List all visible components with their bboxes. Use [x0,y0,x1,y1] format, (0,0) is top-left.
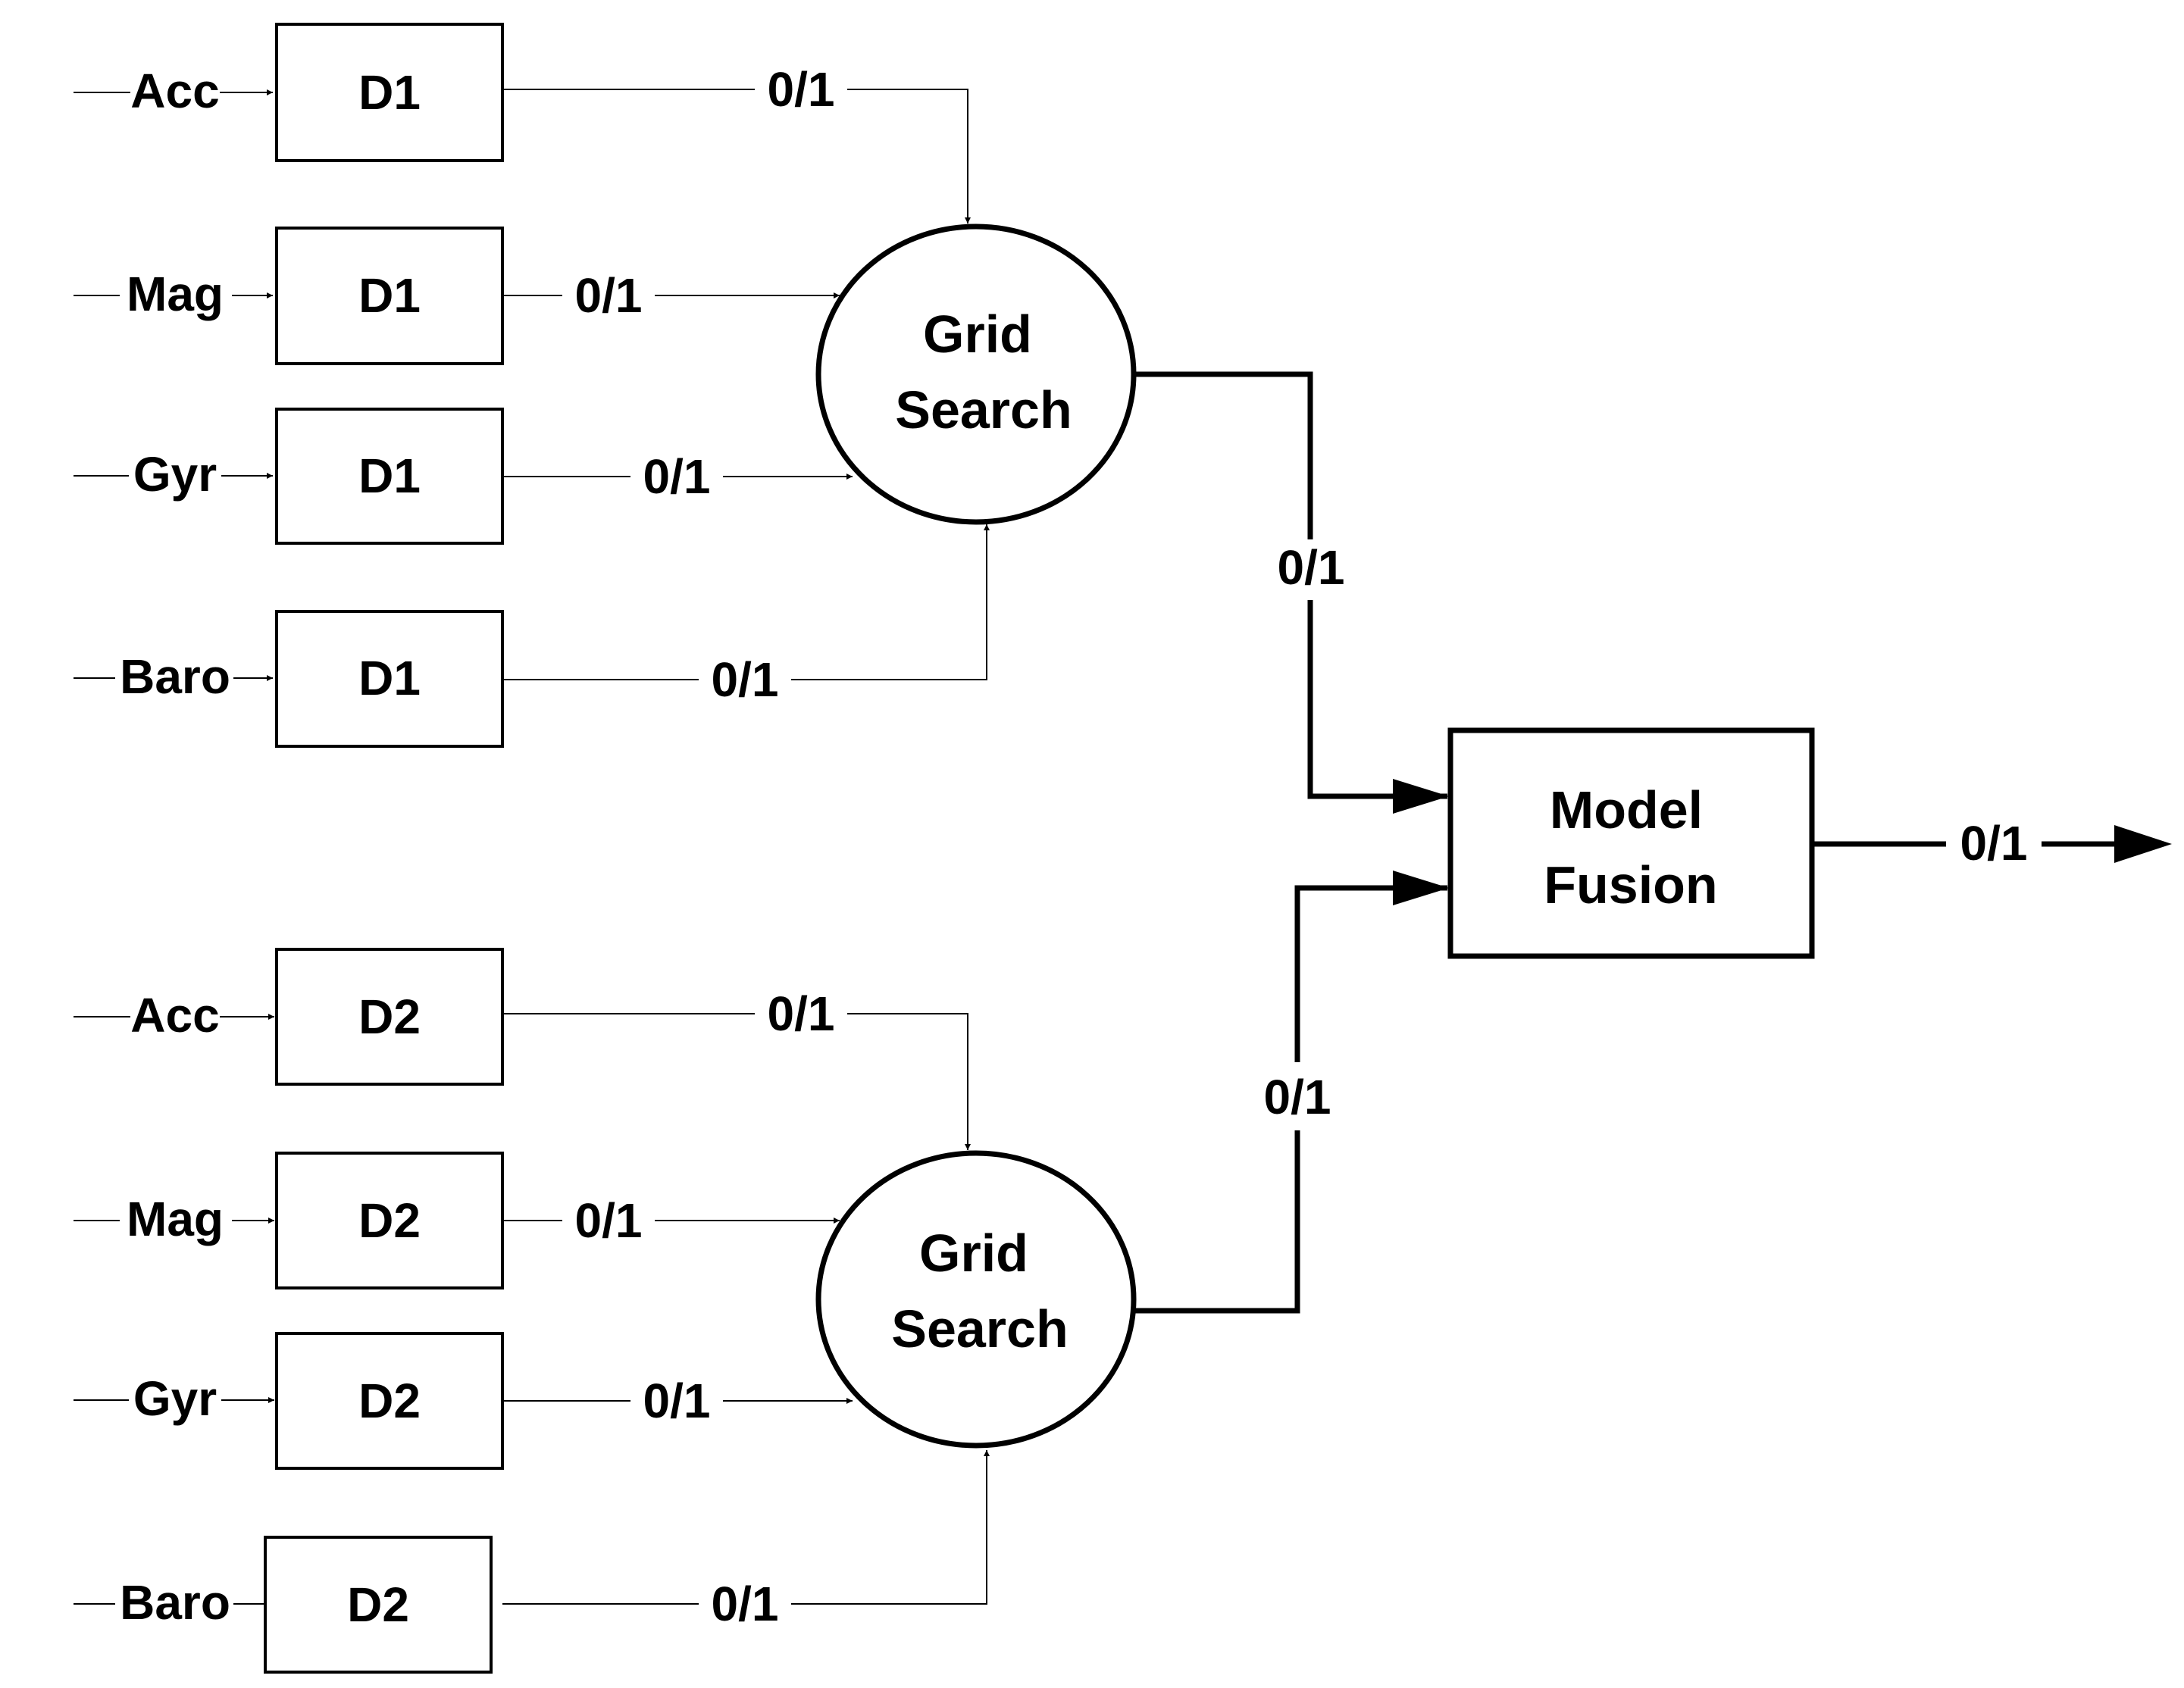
bottom-grid-search-label-line1: Grid [919,1224,1028,1283]
top-detector-box-gyr [275,408,504,545]
bottom-sensor-acc-label: Acc [130,988,219,1042]
top-detector-box-acc [275,23,504,162]
top-gridsearch-output-signal-label: 0/1 [1278,540,1345,595]
model-fusion-label-line2: Fusion [1544,855,1717,914]
bottom-baro-to-gridsearch-line [502,1450,990,1605]
top-detector-label-baro: D1 [358,651,421,705]
top-detector-box-mag [275,227,504,365]
top-baro-signal-label: 0/1 [712,652,779,707]
bottom-grid-search-node [815,1150,1137,1449]
top-group: Acc Mag Gyr Baro D1 D1 D1 D1 0/1 0/1 0/1… [74,23,1447,799]
bottom-group: Acc Mag Gyr Baro D2 D2 D2 D2 0/1 0/1 0/1… [74,885,1447,1674]
top-grid-search-label-line2: Search [895,380,1072,439]
bottom-gridsearch-output-signal-label: 0/1 [1264,1070,1331,1124]
top-grid-search-label-line1: Grid [923,305,1032,364]
model-fusion-box [1447,727,1815,959]
bottom-acc-to-gridsearch-line [502,1013,971,1150]
bottom-grid-search-label-line2: Search [891,1299,1068,1358]
top-baro-to-gridsearch-line [502,524,990,680]
bottom-detector-label-mag: D2 [358,1193,421,1248]
fusion-group: Model Fusion 0/1 [1447,727,2172,959]
top-detector-label-acc: D1 [358,65,421,120]
bottom-gyr-signal-label: 0/1 [643,1374,711,1428]
top-detector-label-gyr: D1 [358,449,421,503]
top-mag-signal-label: 0/1 [575,268,643,323]
bottom-sensor-mag-label: Mag [127,1192,224,1246]
top-grid-search-node [815,224,1137,525]
bottom-acc-signal-label: 0/1 [768,986,835,1041]
top-acc-signal-label: 0/1 [768,62,835,117]
top-sensor-mag-label: Mag [127,267,224,321]
top-detector-label-mag: D1 [358,268,421,323]
top-sensor-acc-label: Acc [130,64,219,118]
bottom-detector-box-baro [264,1536,493,1674]
top-to-fusion-arrowhead [1393,779,1449,814]
bottom-baro-signal-label: 0/1 [712,1577,779,1631]
bottom-detector-box-acc [275,948,504,1086]
bottom-detector-box-mag [275,1152,504,1289]
top-gyr-signal-label: 0/1 [643,449,711,504]
model-fusion-label-line1: Model [1550,780,1703,839]
fusion-output-signal-label: 0/1 [1960,816,2028,871]
bottom-detector-label-gyr: D2 [358,1374,421,1428]
top-sensor-gyr-label: Gyr [133,447,217,502]
top-acc-to-gridsearch-line [502,89,971,224]
bottom-detector-label-baro: D2 [347,1577,409,1632]
bottom-mag-signal-label: 0/1 [575,1193,643,1248]
bottom-sensor-baro-label: Baro [120,1575,230,1630]
bottom-detector-label-acc: D2 [358,989,421,1044]
top-sensor-baro-label: Baro [120,649,230,704]
fusion-output-arrowhead [2114,825,2172,863]
bottom-detector-box-gyr [275,1332,504,1470]
bottom-sensor-gyr-label: Gyr [133,1371,217,1426]
bottom-to-fusion-arrowhead [1393,871,1449,905]
